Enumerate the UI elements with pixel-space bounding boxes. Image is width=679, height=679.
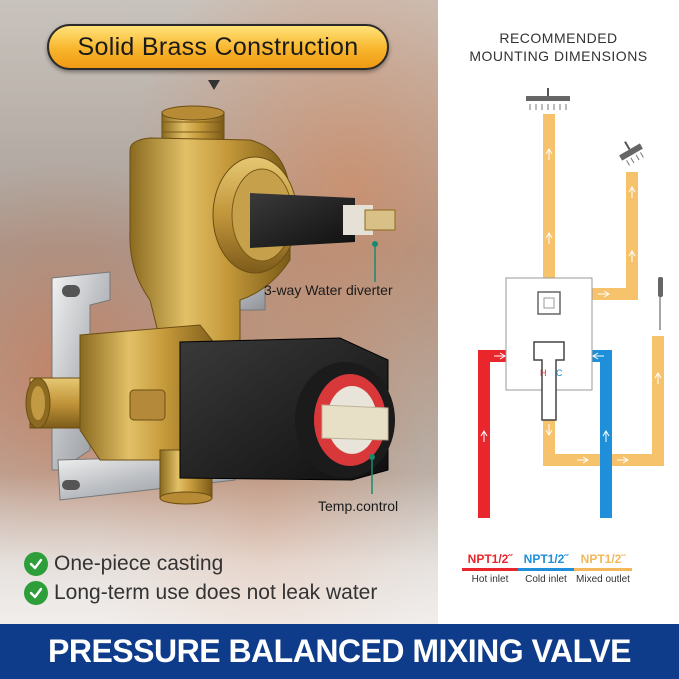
badge-text: Solid Brass Construction (77, 32, 359, 61)
feature-item: One-piece casting (24, 552, 223, 576)
legend-mixed-sub: Mixed outlet (576, 574, 630, 585)
legend-hot: NPT1/2˝ Hot inlet (462, 552, 518, 585)
rain-showerhead-icon (526, 88, 570, 110)
cold-letter: C (556, 368, 563, 378)
legend-cold-sub: Cold inlet (525, 574, 567, 585)
legend-hot-label: NPT1/2˝ (462, 552, 518, 571)
legend-mixed: NPT1/2˝ Mixed outlet (574, 552, 632, 585)
mounting-title-line2: MOUNTING DIMENSIONS (469, 48, 648, 64)
showerhead-icon (619, 141, 644, 166)
feature-item: Long-term use does not leak water (24, 581, 377, 605)
mounting-diagram-panel: RECOMMENDED MOUNTING DIMENSIONS (438, 0, 679, 624)
diverter-callout: 3-way Water diverter (264, 282, 393, 298)
product-photo-panel: Solid Brass Construction 3-way Water div… (0, 0, 438, 624)
brass-valve-illustration (25, 105, 396, 505)
mounting-title-line1: RECOMMENDED (499, 30, 618, 46)
feature-text: Long-term use does not leak water (54, 581, 378, 604)
temp-control-callout: Temp.control (318, 498, 399, 514)
hot-letter: H (540, 368, 547, 378)
feature-text: One-piece casting (54, 552, 224, 575)
legend-cold-label: NPT1/2˝ (518, 552, 574, 571)
plumbing-diagram: H C (478, 88, 664, 518)
check-icon (24, 581, 48, 605)
legend-cold: NPT1/2˝ Cold inlet (518, 552, 574, 585)
brass-construction-badge: Solid Brass Construction (47, 24, 389, 70)
handheld-shower-icon (658, 277, 663, 330)
legend-mixed-label: NPT1/2˝ (574, 552, 632, 571)
legend-hot-sub: Hot inlet (471, 574, 509, 585)
footer-banner: PRESSURE BALANCED MIXING VALVE (0, 624, 679, 679)
footer-title: PRESSURE BALANCED MIXING VALVE (48, 633, 631, 669)
check-icon (24, 552, 48, 576)
arrow-down-icon (208, 80, 220, 90)
